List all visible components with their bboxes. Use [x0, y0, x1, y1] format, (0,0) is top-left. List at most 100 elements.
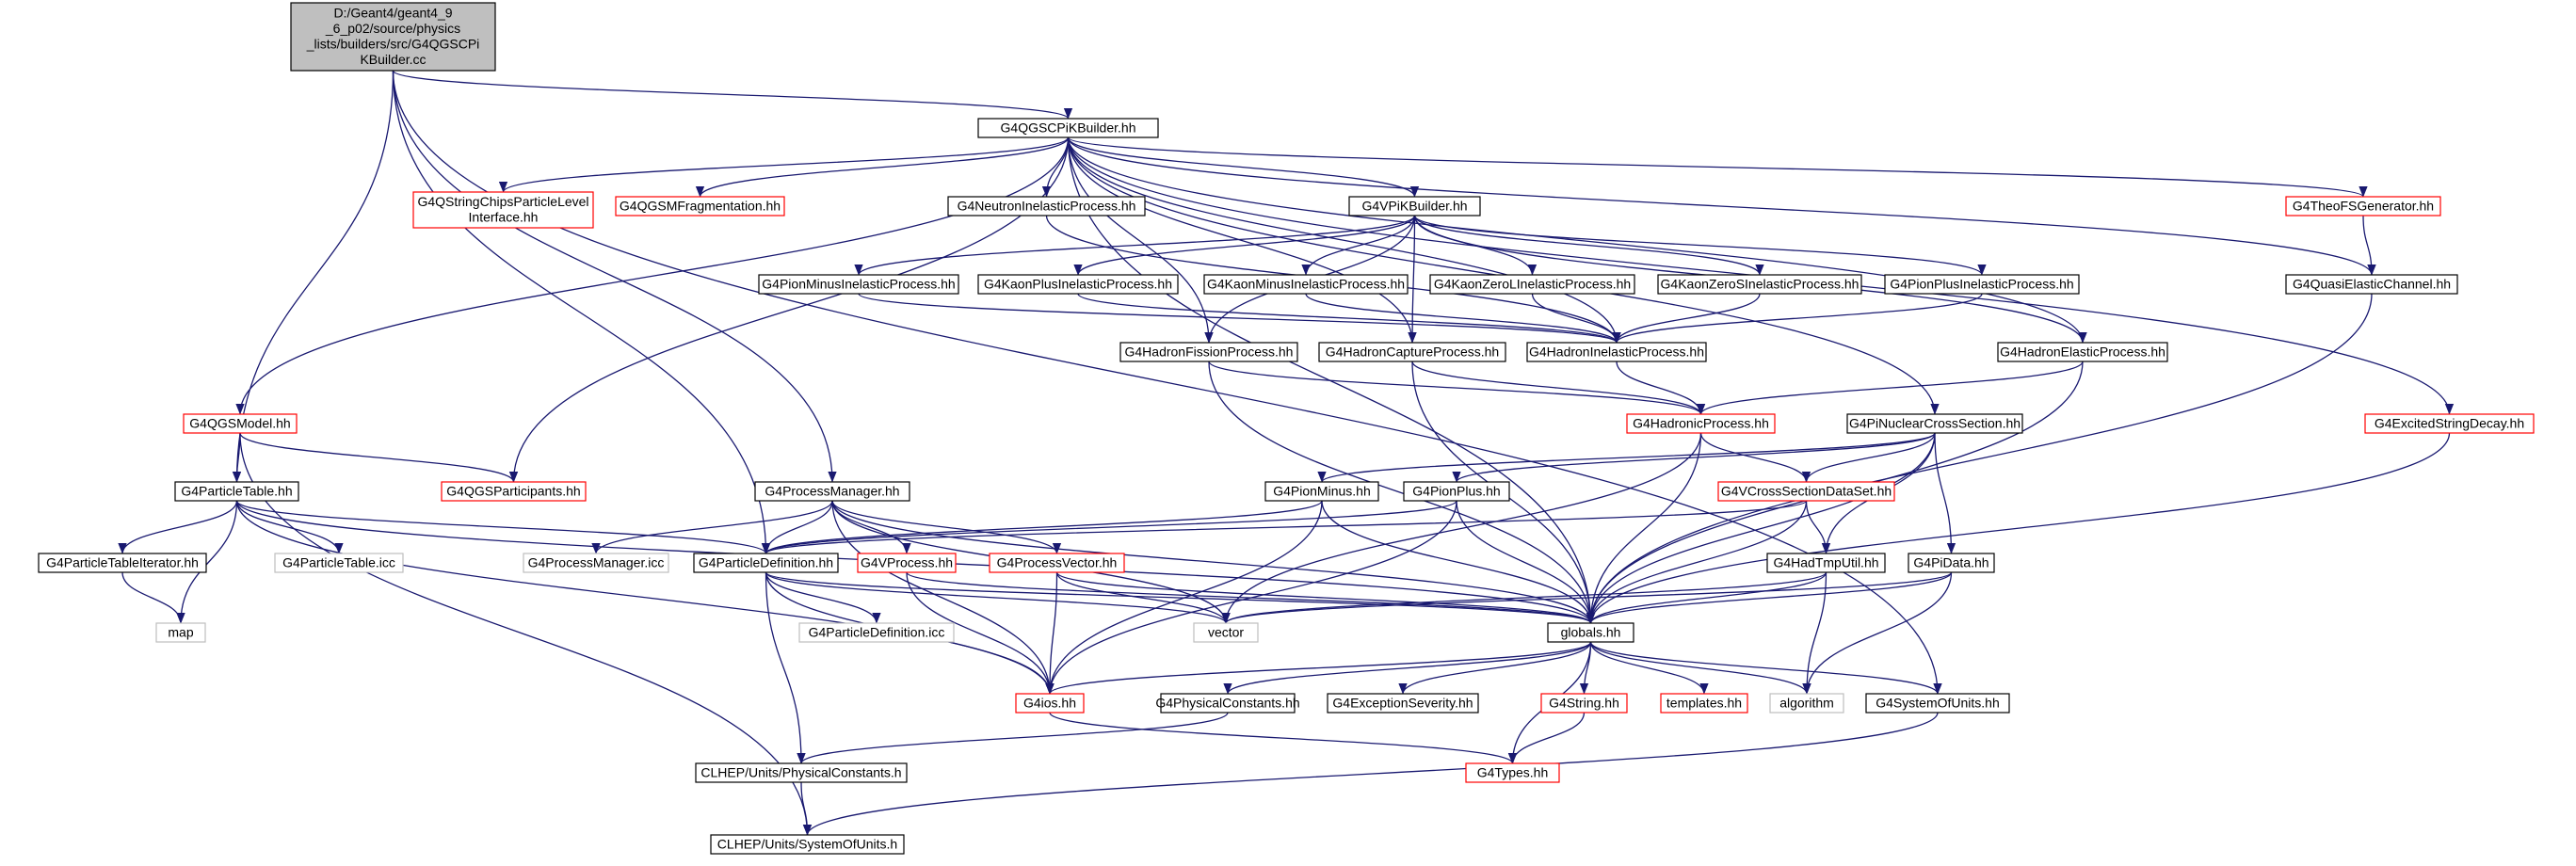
node-label: G4PionPlus.hh: [1412, 483, 1500, 498]
node-box: [2285, 196, 2441, 216]
node-pionplus[interactable]: G4PionPlus.hh: [1403, 481, 1510, 502]
node-label: globals.hh: [1561, 624, 1621, 639]
node-neutronin[interactable]: G4NeutronInelasticProcess.hh: [947, 196, 1146, 216]
node-label: G4PhysicalConstants.hh: [1155, 695, 1299, 710]
node-box: [1327, 693, 1479, 714]
edge-ptableit-to-map: [121, 571, 185, 624]
node-qgscpik[interactable]: G4QGSCPiKBuilder.hh: [977, 118, 1159, 138]
node-label: G4ParticleTable.icc: [282, 554, 395, 569]
node-quasi[interactable]: G4QuasiElasticChannel.hh: [2285, 274, 2458, 295]
node-qgspart[interactable]: G4QGSParticipants.hh: [441, 481, 587, 502]
edge-hadronic-to-vector: [1221, 432, 1702, 624]
node-physconst[interactable]: G4PhysicalConstants.hh: [1155, 693, 1300, 714]
node-sysunits[interactable]: G4SystemOfUnits.hh: [1865, 693, 2010, 714]
node-box: [441, 481, 587, 502]
node-pdef[interactable]: G4ParticleDefinition.hh: [693, 553, 839, 573]
node-g4string[interactable]: G4String.hh: [1540, 693, 1628, 714]
node-kaonzerosin[interactable]: G4KaonZeroSInelasticProcess.hh: [1657, 274, 1862, 295]
node-excited[interactable]: G4ExcitedStringDecay.hh: [2364, 413, 2535, 434]
node-label: G4HadronInelasticProcess.hh: [1529, 344, 1704, 359]
edge-pidata-to-algorithm: [1802, 571, 1953, 695]
node-map: map: [155, 622, 206, 643]
node-globals[interactable]: globals.hh: [1547, 622, 1634, 643]
edge-globals-to-g4ios: [1045, 641, 1592, 695]
node-procman[interactable]: G4ProcessManager.hh: [754, 481, 910, 502]
node-box: [693, 553, 839, 573]
edge-vcross-to-pdef: [762, 500, 1808, 554]
node-ptableit[interactable]: G4ParticleTableIterator.hh: [38, 553, 207, 573]
node-pdeficc: G4ParticleDefinition.icc: [798, 622, 955, 643]
node-pidata[interactable]: G4PiData.hh: [1908, 553, 1995, 573]
node-box: [1547, 622, 1634, 643]
node-box: [155, 622, 206, 643]
node-vcross[interactable]: G4VCrossSectionDataSet.hh: [1717, 481, 1895, 502]
node-templates[interactable]: templates.hh: [1660, 693, 1748, 714]
node-qgsmodel[interactable]: G4QGSModel.hh: [183, 413, 298, 434]
node-label: G4PiNuclearCrossSection.hh: [1849, 415, 2021, 430]
node-box: [183, 413, 298, 434]
edge-vpik-to-kaonzerosin: [1413, 215, 1764, 276]
node-box: [1846, 413, 2023, 434]
edge-procman-to-procmanicc: [591, 500, 833, 554]
edge-globals-to-physconst: [1223, 641, 1592, 695]
edge-root-to-ptable: [232, 70, 394, 483]
node-label: G4KaonPlusInelasticProcess.hh: [984, 276, 1172, 291]
node-pionplusin[interactable]: G4PionPlusInelasticProcess.hh: [1884, 274, 2080, 295]
edge-globals-to-algorithm: [1589, 641, 1811, 695]
node-box: [174, 481, 299, 502]
node-label: CLHEP/Units/PhysicalConstants.h: [700, 764, 901, 779]
node-box: [1264, 481, 1379, 502]
node-label: G4QGSModel.hh: [189, 415, 290, 430]
edge-hadinel-to-hadronic: [1616, 361, 1706, 415]
node-hadtrm[interactable]: G4HadTmpUtil.hh: [1766, 553, 1886, 573]
node-g4types[interactable]: G4Types.hh: [1465, 762, 1560, 783]
node-pionminus[interactable]: G4PionMinus.hh: [1264, 481, 1379, 502]
node-kaonzerolin[interactable]: G4KaonZeroLInelasticProcess.hh: [1429, 274, 1635, 295]
node-box: [2285, 274, 2458, 295]
node-box: [615, 196, 785, 216]
edge-hadronic-to-globals: [1586, 432, 1702, 624]
node-box: [523, 553, 669, 573]
node-label: G4HadTmpUtil.hh: [1773, 554, 1878, 569]
node-pinuclear[interactable]: G4PiNuclearCrossSection.hh: [1846, 413, 2023, 434]
edge-pionplus-to-globals: [1456, 500, 1596, 624]
node-box: [1203, 274, 1409, 295]
edge-pionplus-to-pdef: [762, 500, 1457, 554]
node-vpik[interactable]: G4VPiKBuilder.hh: [1348, 196, 1481, 216]
node-label: G4QGSParticipants.hh: [446, 483, 580, 498]
node-procmanicc: G4ProcessManager.icc: [523, 553, 669, 573]
node-box: [1908, 553, 1995, 573]
edge-globals-to-sysunits: [1589, 641, 1942, 695]
node-procvec[interactable]: G4ProcessVector.hh: [989, 553, 1125, 573]
node-kaonminusin[interactable]: G4KaonMinusInelasticProcess.hh: [1203, 274, 1409, 295]
node-ptable[interactable]: G4ParticleTable.hh: [174, 481, 299, 502]
node-hadcapture[interactable]: G4HadronCaptureProcess.hh: [1318, 342, 1506, 362]
node-hadfission[interactable]: G4HadronFissionProcess.hh: [1119, 342, 1298, 362]
node-label: G4HadronFissionProcess.hh: [1125, 344, 1294, 359]
node-g4ios[interactable]: G4ios.hh: [1015, 693, 1085, 714]
node-hadelastic[interactable]: G4HadronElasticProcess.hh: [1997, 342, 2168, 362]
node-pionminusin[interactable]: G4PionMinusInelasticProcess.hh: [758, 274, 959, 295]
node-box: [2364, 413, 2535, 434]
node-kaonplusin[interactable]: G4KaonPlusInelasticProcess.hh: [977, 274, 1179, 295]
node-vprocess[interactable]: G4VProcess.hh: [857, 553, 957, 573]
dependency-edges: [118, 70, 2455, 836]
node-qgsmfrag[interactable]: G4QGSMFragmentation.hh: [615, 196, 785, 216]
node-box: [1865, 693, 2010, 714]
edge-hadtrm-to-algorithm: [1802, 571, 1827, 695]
edge-ptable-to-map: [176, 500, 238, 624]
node-excsev[interactable]: G4ExceptionSeverity.hh: [1327, 693, 1479, 714]
node-box: [1766, 553, 1886, 573]
node-box: [857, 553, 957, 573]
node-clhepunits[interactable]: CLHEP/Units/SystemOfUnits.h: [710, 834, 905, 855]
node-hadinel[interactable]: G4HadronInelasticProcess.hh: [1526, 342, 1707, 362]
node-label: G4PiData.hh: [1913, 554, 1988, 569]
node-label: _6_p02/source/physics: [325, 21, 460, 36]
node-theofs[interactable]: G4TheoFSGenerator.hh: [2285, 196, 2441, 216]
edge-qgscpik-to-qgsmodel: [235, 136, 1070, 415]
node-clhepphys[interactable]: CLHEP/Units/PhysicalConstants.h: [695, 762, 908, 783]
node-box: [1540, 693, 1628, 714]
edge-pidata-to-vector: [1221, 571, 1953, 624]
node-hadronic[interactable]: G4HadronicProcess.hh: [1626, 413, 1776, 434]
